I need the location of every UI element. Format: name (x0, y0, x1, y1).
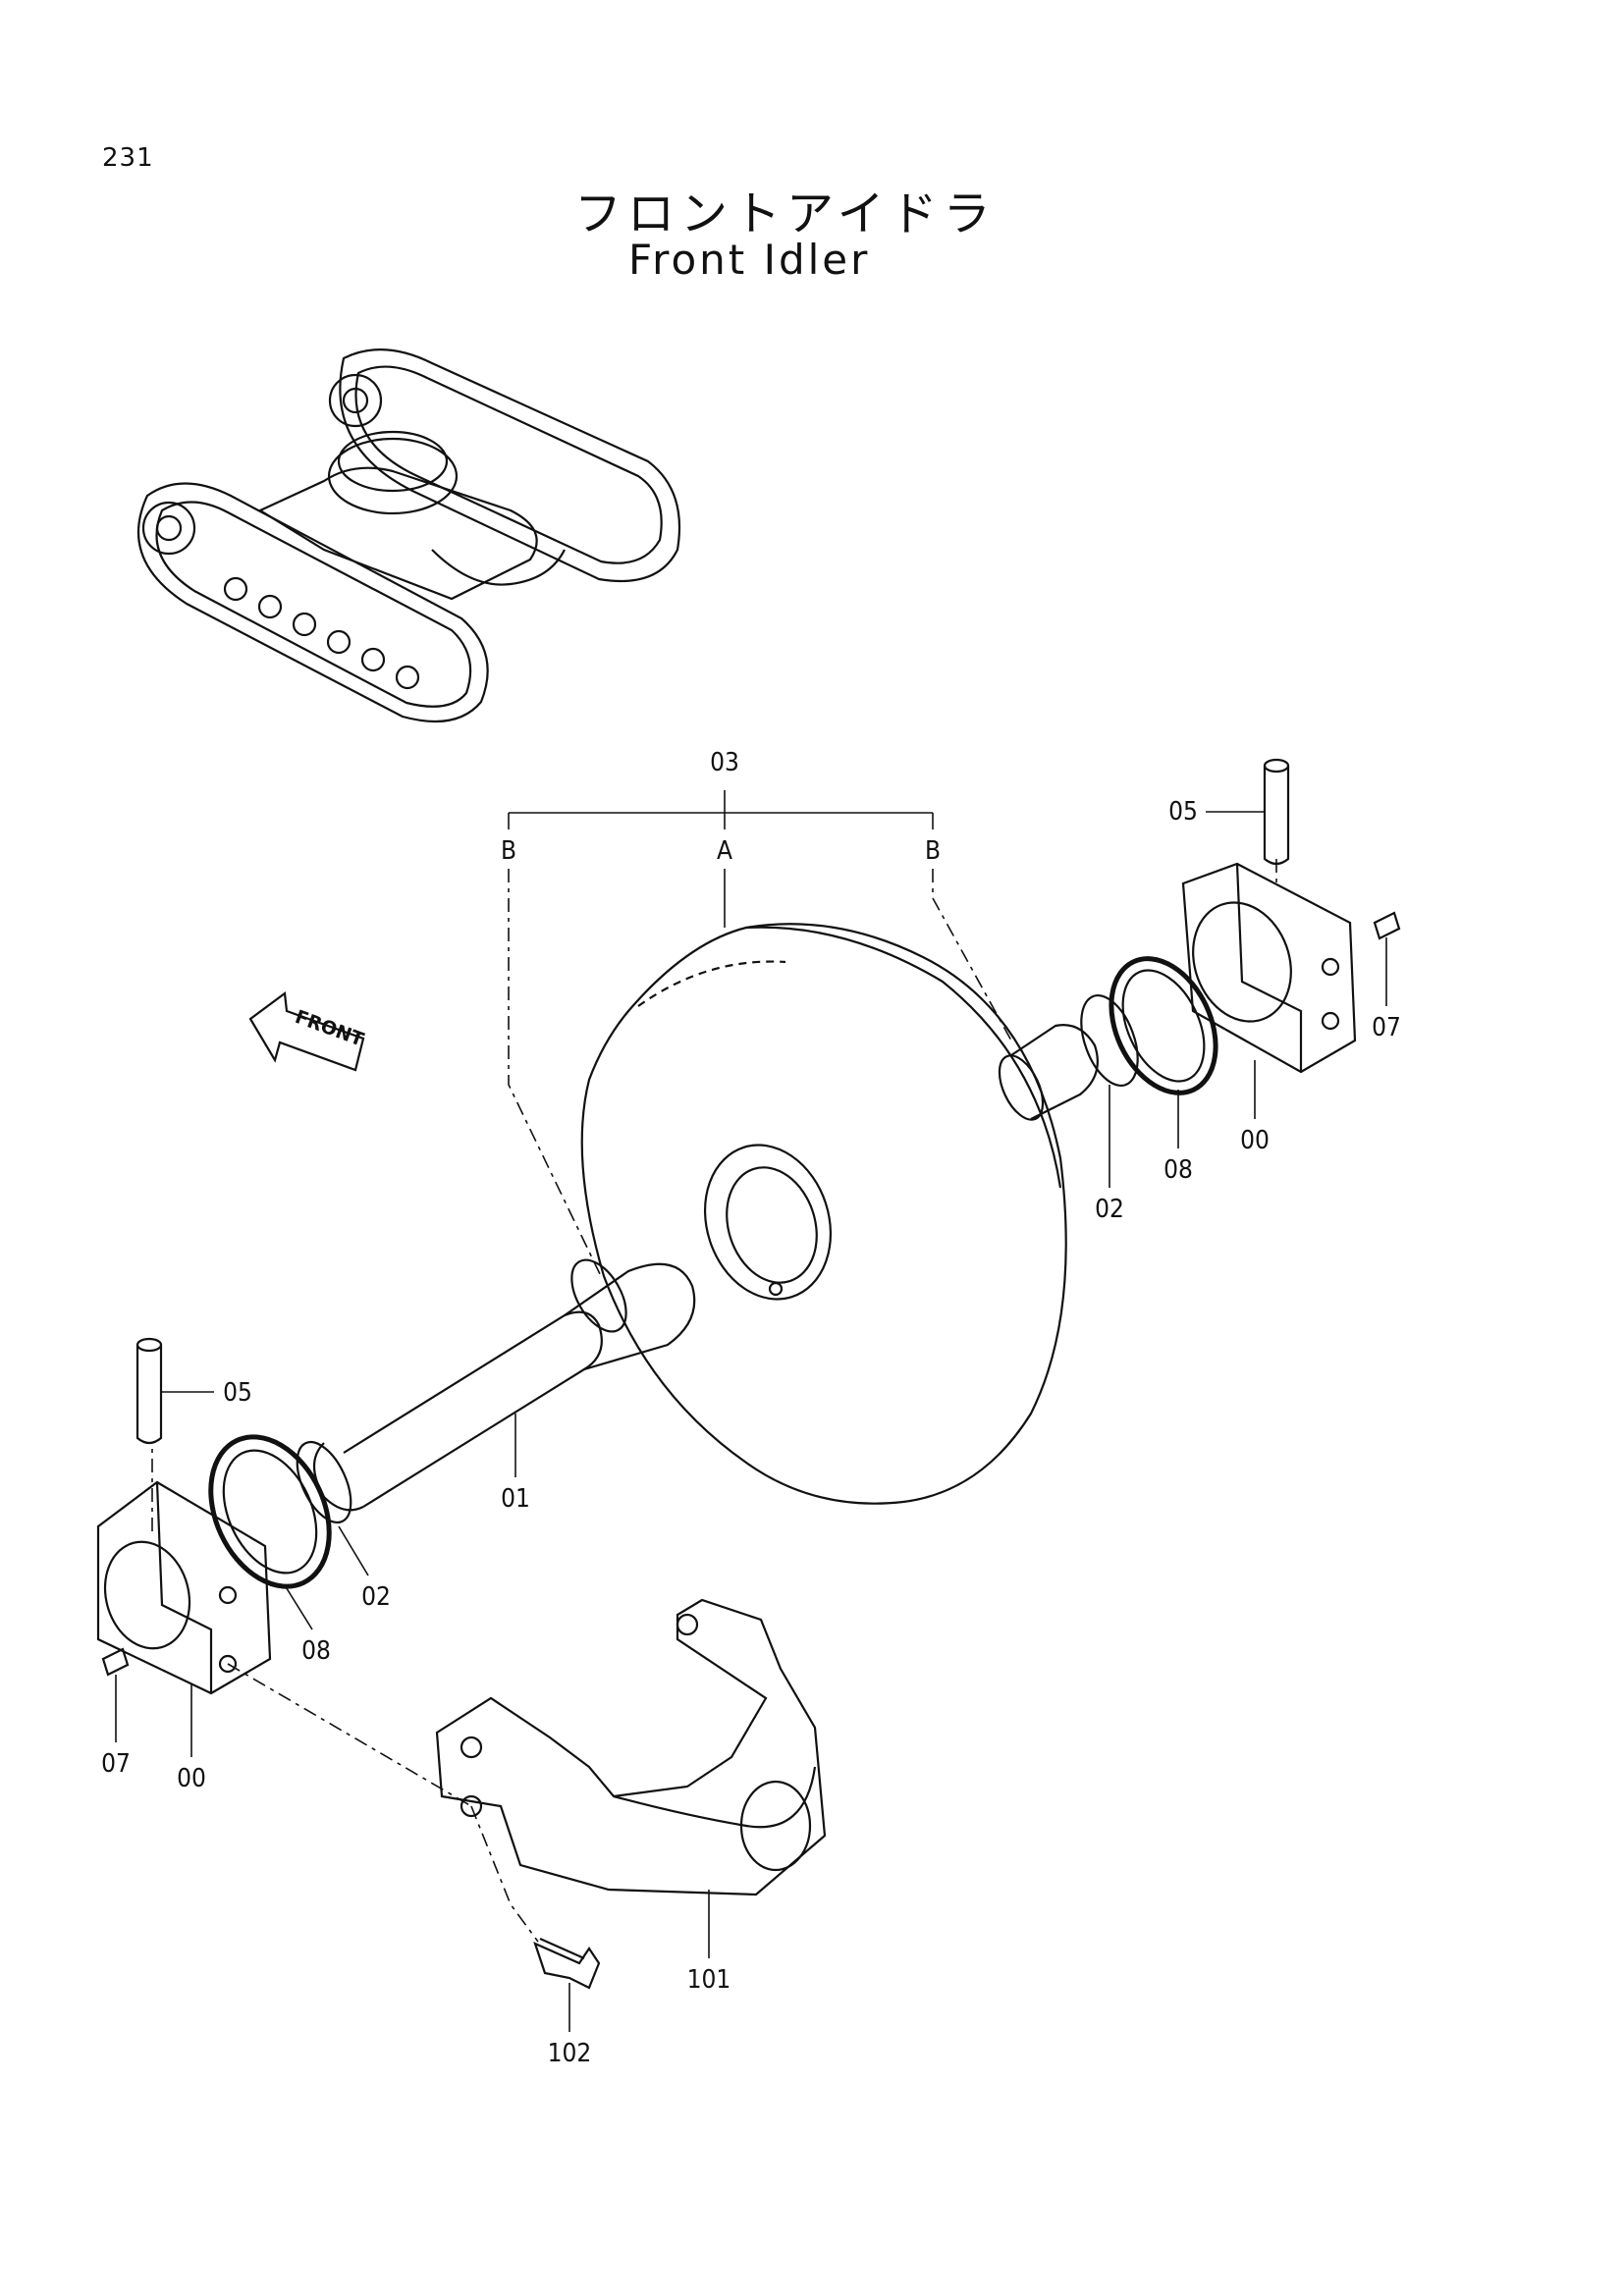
undercarriage-overview (137, 348, 681, 723)
callout-102: 102 (548, 2039, 592, 2068)
callout-08-left: 08 (301, 1636, 331, 1666)
callout-03: 03 (710, 748, 739, 777)
callout-01: 01 (501, 1484, 530, 1514)
callout-07-right: 07 (1372, 1013, 1401, 1042)
callout-08-right: 08 (1163, 1155, 1193, 1185)
callout-B-right: B (925, 836, 941, 866)
right-set-screw (1373, 911, 1401, 940)
callout-00-right: 00 (1240, 1126, 1270, 1155)
callout-05-left: 05 (223, 1378, 252, 1408)
left-set-screw (101, 1647, 130, 1677)
callout-B-left: B (501, 836, 516, 866)
left-seal (208, 1434, 332, 1589)
callout-05-right: 05 (1168, 797, 1198, 827)
idler-bracket (435, 1598, 827, 1896)
callout-00-left: 00 (177, 1764, 206, 1793)
page-number: 231 (102, 143, 154, 173)
right-seal (1109, 956, 1218, 1095)
left-support-block (96, 1480, 272, 1695)
left-oring (296, 1440, 352, 1524)
right-support-block (1181, 862, 1357, 1074)
title-english: Front Idler (628, 236, 871, 284)
callout-02-right: 02 (1095, 1195, 1124, 1224)
bracket-bolt (533, 1937, 601, 1990)
callout-A: A (717, 836, 732, 866)
leader-lines (115, 790, 1387, 2032)
right-oring (1080, 993, 1139, 1088)
idler-shaft (313, 1258, 696, 1512)
callout-07-left: 07 (101, 1749, 131, 1779)
callout-101: 101 (687, 1965, 731, 1995)
right-pin (1263, 758, 1290, 866)
left-pin (135, 1337, 163, 1445)
title-japanese: フロントアイドラ (574, 187, 997, 241)
idler-wheel (580, 923, 1067, 1505)
callout-02-left: 02 (361, 1582, 391, 1612)
front-direction-arrow-icon (248, 990, 365, 1072)
right-bushing (998, 1024, 1099, 1121)
front-arrow-label: FRONT (293, 1006, 367, 1051)
